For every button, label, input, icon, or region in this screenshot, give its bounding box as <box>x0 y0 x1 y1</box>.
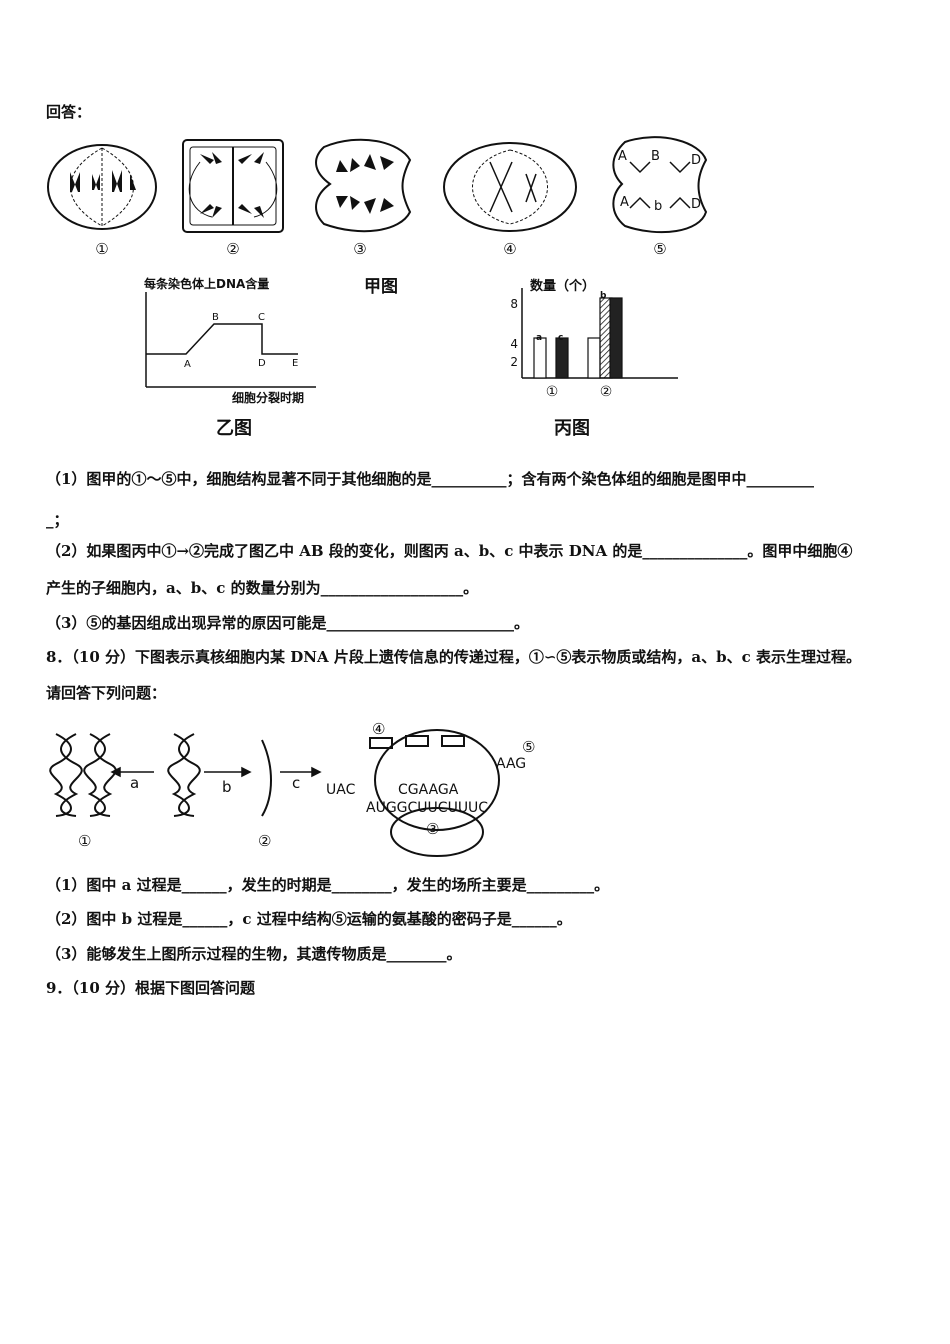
cell-2 <box>182 139 284 233</box>
dna-helix-1 <box>49 733 72 817</box>
gene-label: A <box>618 149 627 164</box>
q7-part1-cont: _； <box>46 511 69 529</box>
q8-heading: 8．（10 分）下图表示真核细胞内某 DNA 片段上遗传信息的传递过程，①∽⑤表… <box>46 648 861 666</box>
bar-label-c: c <box>558 333 563 343</box>
bing-ylabel: 数量（个） <box>530 278 595 294</box>
bing-ytick: 8 <box>510 297 518 311</box>
cell-label-3: ③ <box>353 240 366 258</box>
figure-q8: a b c ① ② ③ ④ ⑤ UAC CGAAGA AAG AUGGCUUCU… <box>49 720 535 857</box>
figure-yi: 每条染色体上DNA含量 A B C D E 细胞分裂时期 乙图 <box>144 276 316 439</box>
bar-c-1 <box>555 337 569 379</box>
fig-jia-title: 甲图 <box>364 277 398 297</box>
cell-4 <box>443 142 577 232</box>
mrna-strand <box>261 739 272 817</box>
cell-1 <box>47 144 157 230</box>
gene-label: B <box>651 149 660 164</box>
trna-anticodon-aag: AAG <box>496 756 526 772</box>
bar-label-b: b <box>600 291 607 301</box>
figure-jia: A B D A b D ① ② ③ ④ ⑤ 甲图 <box>47 136 708 297</box>
yi-point-a: A <box>184 359 191 370</box>
process-b: b <box>222 778 232 796</box>
q8-part2: （2）图中 b 过程是______，c 过程中结构⑤运输的氨基酸的密码子是___… <box>46 910 572 928</box>
q8-heading-cont: 请回答下列问题： <box>46 684 167 702</box>
trna-anticodons: CGAAGA <box>398 782 459 798</box>
bar-label-a: a <box>536 333 542 343</box>
bing-group-1: ① <box>546 384 559 400</box>
cell-label-2: ② <box>226 240 239 258</box>
q8-part3: （3）能够发生上图所示过程的生物，其遗传物质是________。 <box>46 945 462 963</box>
q8-part1: （1）图中 a 过程是______，发生的时期是________，发生的场所主要… <box>46 876 610 894</box>
yi-point-b: B <box>212 312 219 323</box>
dna-helix-3 <box>167 733 190 817</box>
yi-point-c: C <box>258 312 265 323</box>
q7-part2: （2）如果图丙中①→②完成了图乙中 AB 段的变化，则图丙 a、b、c 中表示 … <box>46 542 853 560</box>
mrna-sequence: AUGGCUUCUUUC <box>366 800 488 816</box>
yi-xlabel: 细胞分裂时期 <box>232 390 304 405</box>
dna-helix-2 <box>83 733 106 817</box>
bing-title: 丙图 <box>554 418 590 439</box>
process-c: c <box>292 774 300 792</box>
yi-point-d: D <box>258 358 266 369</box>
struct-2: ② <box>258 832 271 850</box>
process-a: a <box>130 774 139 792</box>
yi-curve <box>146 323 298 355</box>
bing-ytick: 4 <box>510 337 518 351</box>
gene-label: A <box>620 195 629 210</box>
struct-3: ③ <box>426 820 439 838</box>
yi-ylabel: 每条染色体上DNA含量 <box>144 276 269 291</box>
yi-point-e: E <box>292 358 298 369</box>
ribosome <box>374 729 500 831</box>
q7-part1: （1）图甲的①～⑤中，细胞结构显著不同于其他细胞的是__________；含有两… <box>46 470 814 488</box>
struct-1: ① <box>78 832 91 850</box>
cell-label-4: ④ <box>503 240 516 258</box>
gene-label: D <box>691 197 701 212</box>
gene-label: b <box>654 199 662 214</box>
bar-a-2 <box>587 337 601 379</box>
gene-label: D <box>691 153 701 168</box>
cell-5 <box>612 136 708 234</box>
struct-4: ④ <box>372 720 385 738</box>
bar-c-2 <box>609 297 623 379</box>
q7-part2-cont: 产生的子细胞内，a、b、c 的数量分别为___________________。 <box>46 579 479 597</box>
cell-3 <box>315 138 412 233</box>
trna-anticodon-uac: UAC <box>326 782 356 798</box>
bar-a-1 <box>533 337 547 379</box>
intro-text: 回答： <box>46 103 92 121</box>
q9-heading: 9．（10 分）根据下图回答问题 <box>46 979 256 997</box>
figure-bing: 数量（个） 8 4 2 a c b ① ② 丙图 <box>510 278 678 439</box>
yi-title: 乙图 <box>216 418 252 439</box>
bing-group-2: ② <box>600 384 613 400</box>
cell-label-1: ① <box>95 240 108 258</box>
bing-ytick: 2 <box>510 355 518 369</box>
cell-label-5: ⑤ <box>653 240 666 258</box>
struct-5: ⑤ <box>522 738 535 756</box>
q7-part3: （3）⑤的基因组成出现异常的原因可能是_____________________… <box>46 614 529 632</box>
